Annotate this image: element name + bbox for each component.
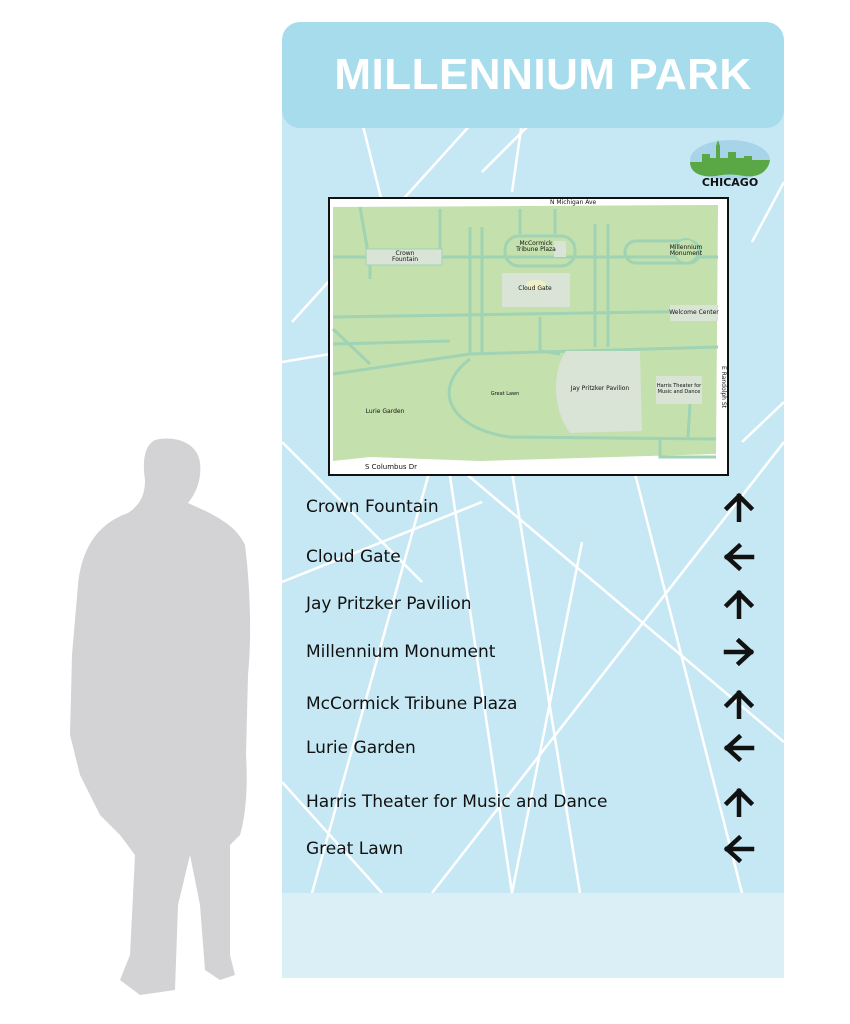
direction-label: Jay Pritzker Pavilion: [306, 594, 472, 614]
arrow-left-icon: [723, 834, 755, 864]
direction-item: Cloud Gate: [306, 542, 756, 572]
map-label-lurie: Lurie Garden: [365, 408, 405, 415]
arrow-left-icon: [723, 542, 755, 572]
sign-base: [282, 893, 784, 978]
decorative-lines: [282, 111, 784, 894]
wayfinding-sign: MILLENNIUM PARK CHICAGO: [282, 22, 784, 978]
arrow-up-icon: [723, 787, 755, 817]
map-label-welcome-center: Welcome Center: [669, 309, 719, 316]
logo-text: CHICAGO: [701, 176, 759, 189]
map-label-monument: Millennium Monument: [669, 244, 703, 257]
direction-label: Millennium Monument: [306, 642, 496, 662]
park-map: N Michigan Ave S Columbus Dr E Randolph …: [328, 197, 729, 476]
map-label-harris: Harris Theater for Music and Dance: [656, 383, 702, 395]
direction-label: McCormick Tribune Plaza: [306, 694, 518, 714]
human-silhouette: [70, 438, 251, 995]
map-label-cloud-gate: Cloud Gate: [518, 285, 552, 292]
chicago-logo: CHICAGO: [688, 136, 772, 192]
direction-item: Lurie Garden: [306, 733, 756, 763]
direction-item: Jay Pritzker Pavilion: [306, 589, 756, 619]
arrow-up-icon: [723, 492, 755, 522]
map-label-great-lawn: Great Lawn: [490, 391, 520, 397]
map-label-pavilion: Jay Pritzker Pavilion: [570, 385, 630, 392]
direction-label: Harris Theater for Music and Dance: [306, 792, 608, 812]
direction-item: Harris Theater for Music and Dance: [306, 787, 756, 817]
direction-label: Cloud Gate: [306, 547, 401, 567]
arrow-up-icon: [723, 689, 755, 719]
sign-header: MILLENNIUM PARK: [282, 22, 784, 128]
direction-item: Great Lawn: [306, 834, 756, 864]
street-label-south: S Columbus Dr: [365, 463, 418, 471]
direction-label: Great Lawn: [306, 839, 404, 859]
direction-item: Millennium Monument: [306, 637, 756, 667]
direction-item: McCormick Tribune Plaza: [306, 689, 756, 719]
map-label-mccormick: McCormick Tribune Plaza: [516, 240, 556, 253]
direction-label: Crown Fountain: [306, 497, 439, 517]
street-label-north: N Michigan Ave: [550, 199, 597, 206]
arrow-right-icon: [723, 637, 755, 667]
direction-item: Crown Fountain: [306, 492, 756, 522]
map-label-crown-fountain: Crown Fountain: [391, 250, 418, 263]
direction-label: Lurie Garden: [306, 738, 416, 758]
street-label-east: E Randolph St: [720, 365, 727, 409]
arrow-left-icon: [723, 733, 755, 763]
sign-title: MILLENNIUM PARK: [334, 50, 752, 99]
arrow-up-icon: [723, 589, 755, 619]
